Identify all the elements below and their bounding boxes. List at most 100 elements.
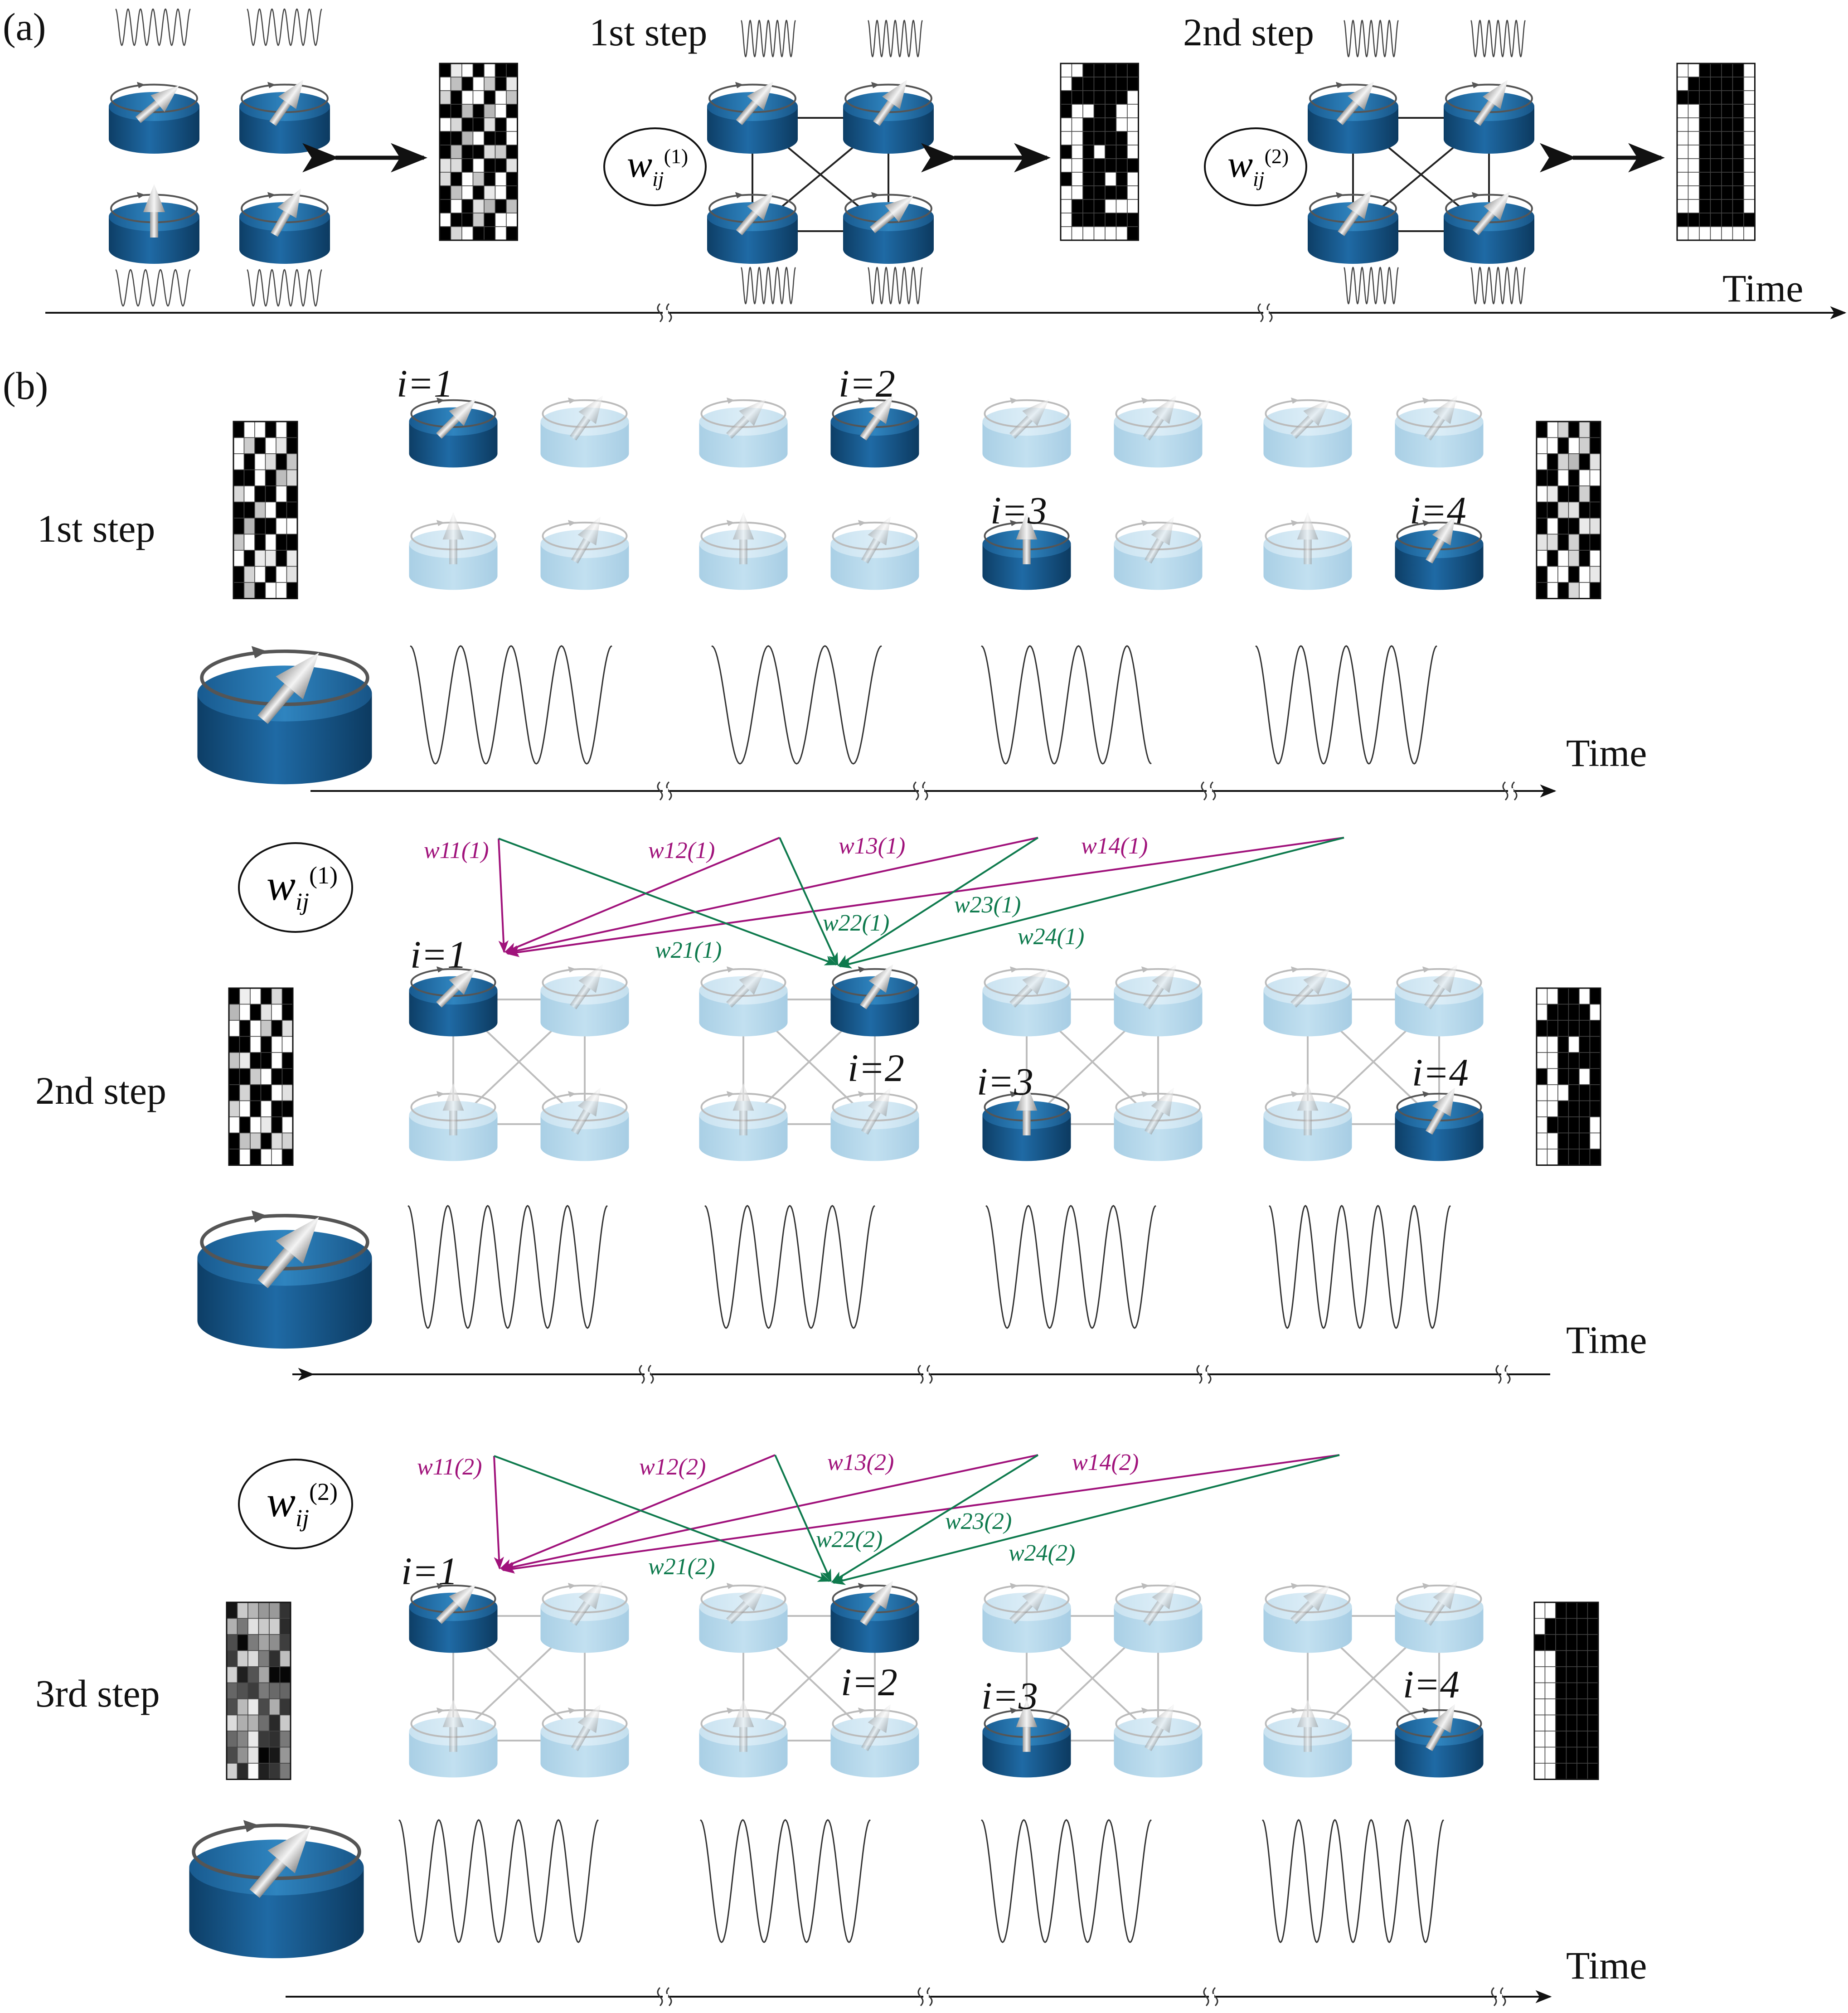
- weight-label: w14(2): [1072, 1450, 1139, 1475]
- spin-oscillator-icon: [409, 1083, 498, 1161]
- spin-oscillator-icon: [830, 964, 919, 1037]
- panel-a-step1-label: 1st step: [589, 10, 707, 54]
- svg-text:wij(1): wij(1): [267, 861, 338, 915]
- waveform-icon: [700, 1819, 871, 1943]
- spin-oscillator-icon: [239, 188, 330, 264]
- waveform-icon: [741, 267, 796, 305]
- waveform-icon: [981, 645, 1152, 765]
- pixel-pattern-icon: [1060, 63, 1139, 241]
- spin-oscillator-icon: [1263, 512, 1352, 590]
- spin-oscillator-icon: [707, 81, 798, 154]
- axis-break-icon: [1203, 1987, 1218, 2007]
- index-label-i2: i=2: [848, 1046, 904, 1090]
- pixel-pattern-icon: [228, 987, 294, 1166]
- spin-oscillator-icon: [843, 192, 934, 264]
- panel-b-label: (b): [3, 364, 48, 407]
- axis-break-icon: [1257, 303, 1273, 323]
- spin-oscillator-icon: [540, 395, 629, 468]
- spin-oscillator-icon: [409, 1699, 498, 1778]
- weight-matrix-ellipse-1: wij(1): [238, 842, 353, 933]
- wm2-w: w: [267, 1477, 296, 1526]
- pixel-pattern-icon: [1536, 421, 1601, 599]
- spin-oscillator-icon: [699, 1582, 788, 1653]
- weight-label: w14(1): [1081, 833, 1148, 859]
- spin-oscillator-icon: [1395, 1087, 1484, 1161]
- weights-ellipse-a2: wij(2): [1204, 127, 1307, 206]
- spin-oscillator-icon: [1114, 516, 1203, 590]
- index-label-i4: i=4: [1410, 489, 1466, 532]
- weight-label: w11(2): [417, 1454, 482, 1480]
- index-label-i3: i=3: [977, 1060, 1033, 1103]
- waveform-icon: [741, 19, 796, 58]
- spin-oscillator-icon: [409, 1582, 498, 1653]
- waveform-icon: [247, 8, 322, 46]
- panel-a-label: (a): [3, 5, 46, 49]
- spin-oscillator-icon: [109, 184, 199, 264]
- spin-oscillator-icon: [1308, 81, 1398, 154]
- axis-break-icon: [917, 1364, 933, 1384]
- spin-oscillator-icon: [197, 646, 372, 785]
- spin-oscillator-icon: [1114, 964, 1203, 1037]
- svg-text:wij(2): wij(2): [1227, 143, 1289, 190]
- waveform-icon: [1344, 19, 1399, 58]
- index-label-i4: i=4: [1403, 1663, 1460, 1706]
- spin-oscillator-icon: [540, 1704, 629, 1778]
- weight-label: w11(1): [424, 838, 489, 863]
- axis-break-icon: [913, 781, 928, 801]
- weights-a1-sub: ij: [652, 167, 664, 190]
- weights-a2-w: w: [1227, 143, 1253, 185]
- waveform-icon: [1255, 645, 1437, 765]
- waveform-icon: [115, 8, 191, 46]
- axis-break-icon: [1502, 781, 1518, 801]
- index-label-i2: i=2: [839, 362, 895, 405]
- waveform-icon: [407, 1205, 608, 1329]
- spin-oscillator-icon: [197, 1210, 372, 1349]
- spin-oscillator-icon: [409, 512, 498, 590]
- waveform-icon: [868, 19, 923, 58]
- time-label-b2: Time: [1566, 1318, 1647, 1362]
- spin-oscillator-icon: [982, 966, 1071, 1037]
- waveform-icon: [704, 1205, 875, 1329]
- wm1-w: w: [267, 861, 296, 909]
- wm2-sub: ij: [296, 1504, 309, 1532]
- spin-oscillator-icon: [982, 1083, 1071, 1161]
- pixel-pattern-icon: [1536, 987, 1601, 1166]
- spin-oscillator-icon: [1263, 966, 1352, 1037]
- waveform-icon: [985, 1205, 1156, 1329]
- pixel-pattern-icon: [226, 1601, 291, 1780]
- waveform-icon: [868, 267, 923, 305]
- spin-oscillator-icon: [830, 1704, 919, 1778]
- axis-break-icon: [1196, 1364, 1212, 1384]
- axis-break-icon: [917, 1987, 933, 2007]
- weights-a2-sup: (2): [1265, 145, 1289, 168]
- axis-break-icon: [657, 1987, 672, 2007]
- spin-oscillator-icon: [409, 966, 498, 1037]
- spin-oscillator-icon: [982, 512, 1071, 590]
- weight-label: w24(2): [1009, 1540, 1075, 1566]
- pixel-pattern-icon: [1676, 63, 1756, 241]
- spin-oscillator-icon: [1395, 516, 1484, 590]
- spin-oscillator-icon: [982, 1582, 1071, 1653]
- spin-oscillator-icon: [699, 1083, 788, 1161]
- axis-break-icon: [657, 303, 672, 323]
- step-label-3: 3rd step: [35, 1672, 160, 1715]
- pixel-pattern-icon: [439, 63, 518, 241]
- weight-label: w12(2): [639, 1454, 706, 1480]
- spin-oscillator-icon: [699, 966, 788, 1037]
- spin-oscillator-icon: [1308, 190, 1398, 264]
- waveform-icon: [1269, 1205, 1451, 1329]
- weight-label: w12(1): [648, 838, 715, 863]
- pixel-pattern-icon: [1533, 1601, 1599, 1780]
- waveform-icon: [1262, 1819, 1444, 1943]
- panel-a-time-label: Time: [1722, 267, 1803, 310]
- spin-oscillator-icon: [1263, 1699, 1352, 1778]
- spin-oscillator-icon: [1444, 80, 1534, 154]
- spin-oscillator-icon: [1263, 1582, 1352, 1653]
- index-label-i3: i=3: [981, 1674, 1038, 1717]
- index-label-i1: i=1: [410, 933, 467, 976]
- index-label-i3: i=3: [990, 489, 1047, 532]
- wm2-sup: (2): [309, 1478, 338, 1505]
- spin-oscillator-icon: [1395, 964, 1484, 1037]
- weight-label: w23(1): [954, 892, 1021, 918]
- weight-arrows-step3: [493, 1454, 1340, 1585]
